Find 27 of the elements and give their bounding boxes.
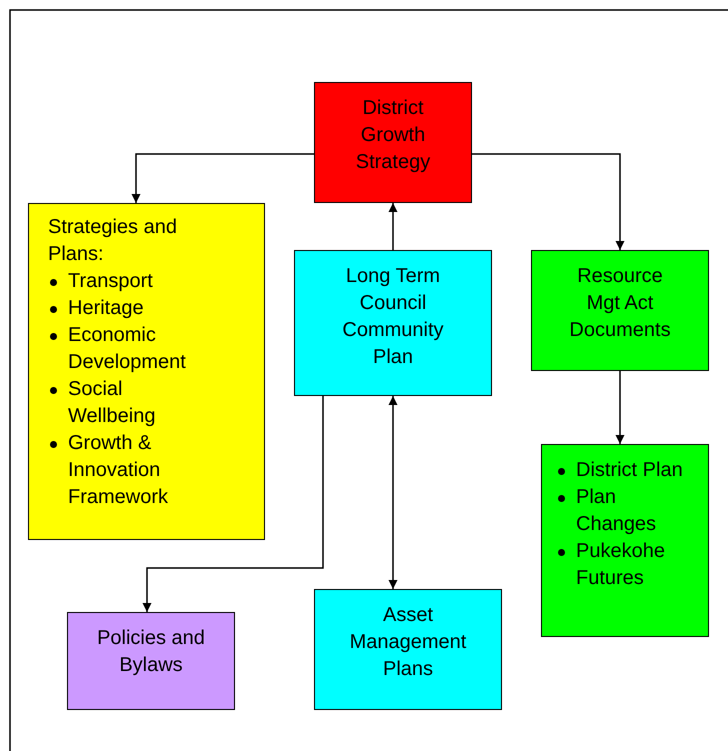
box-label: Long Term Council Community Plan bbox=[341, 264, 445, 370]
box-label: Policies and Bylaws bbox=[96, 626, 206, 678]
list-item: District Plan bbox=[576, 458, 684, 483]
arrow bbox=[142, 396, 324, 612]
list-item: Heritage bbox=[68, 296, 145, 321]
list-item: Economic Development bbox=[68, 323, 187, 375]
process-box bbox=[314, 82, 472, 203]
process-box bbox=[28, 203, 265, 540]
arrow bbox=[388, 396, 398, 589]
box-label: Resource Mgt Act Documents bbox=[568, 264, 672, 343]
arrow bbox=[388, 203, 398, 250]
process-box bbox=[531, 250, 709, 371]
list-item: Social Wellbeing bbox=[68, 377, 156, 429]
process-box bbox=[314, 589, 502, 710]
box-label: Asset Management Plans bbox=[348, 603, 468, 682]
process-box bbox=[541, 444, 709, 637]
arrow bbox=[132, 153, 314, 203]
list-item: Plan Changes bbox=[576, 485, 658, 537]
list-item: Growth & Innovation Framework bbox=[68, 431, 170, 510]
list-item: Pukekohe Futures bbox=[576, 539, 666, 591]
heading: Strategies and Plans: bbox=[48, 215, 178, 267]
process-box bbox=[67, 612, 235, 710]
list-item: Transport bbox=[68, 269, 154, 294]
process-box bbox=[294, 250, 492, 396]
box-label: District Growth Strategy bbox=[354, 96, 432, 175]
arrow bbox=[616, 371, 624, 444]
arrow bbox=[472, 153, 624, 250]
